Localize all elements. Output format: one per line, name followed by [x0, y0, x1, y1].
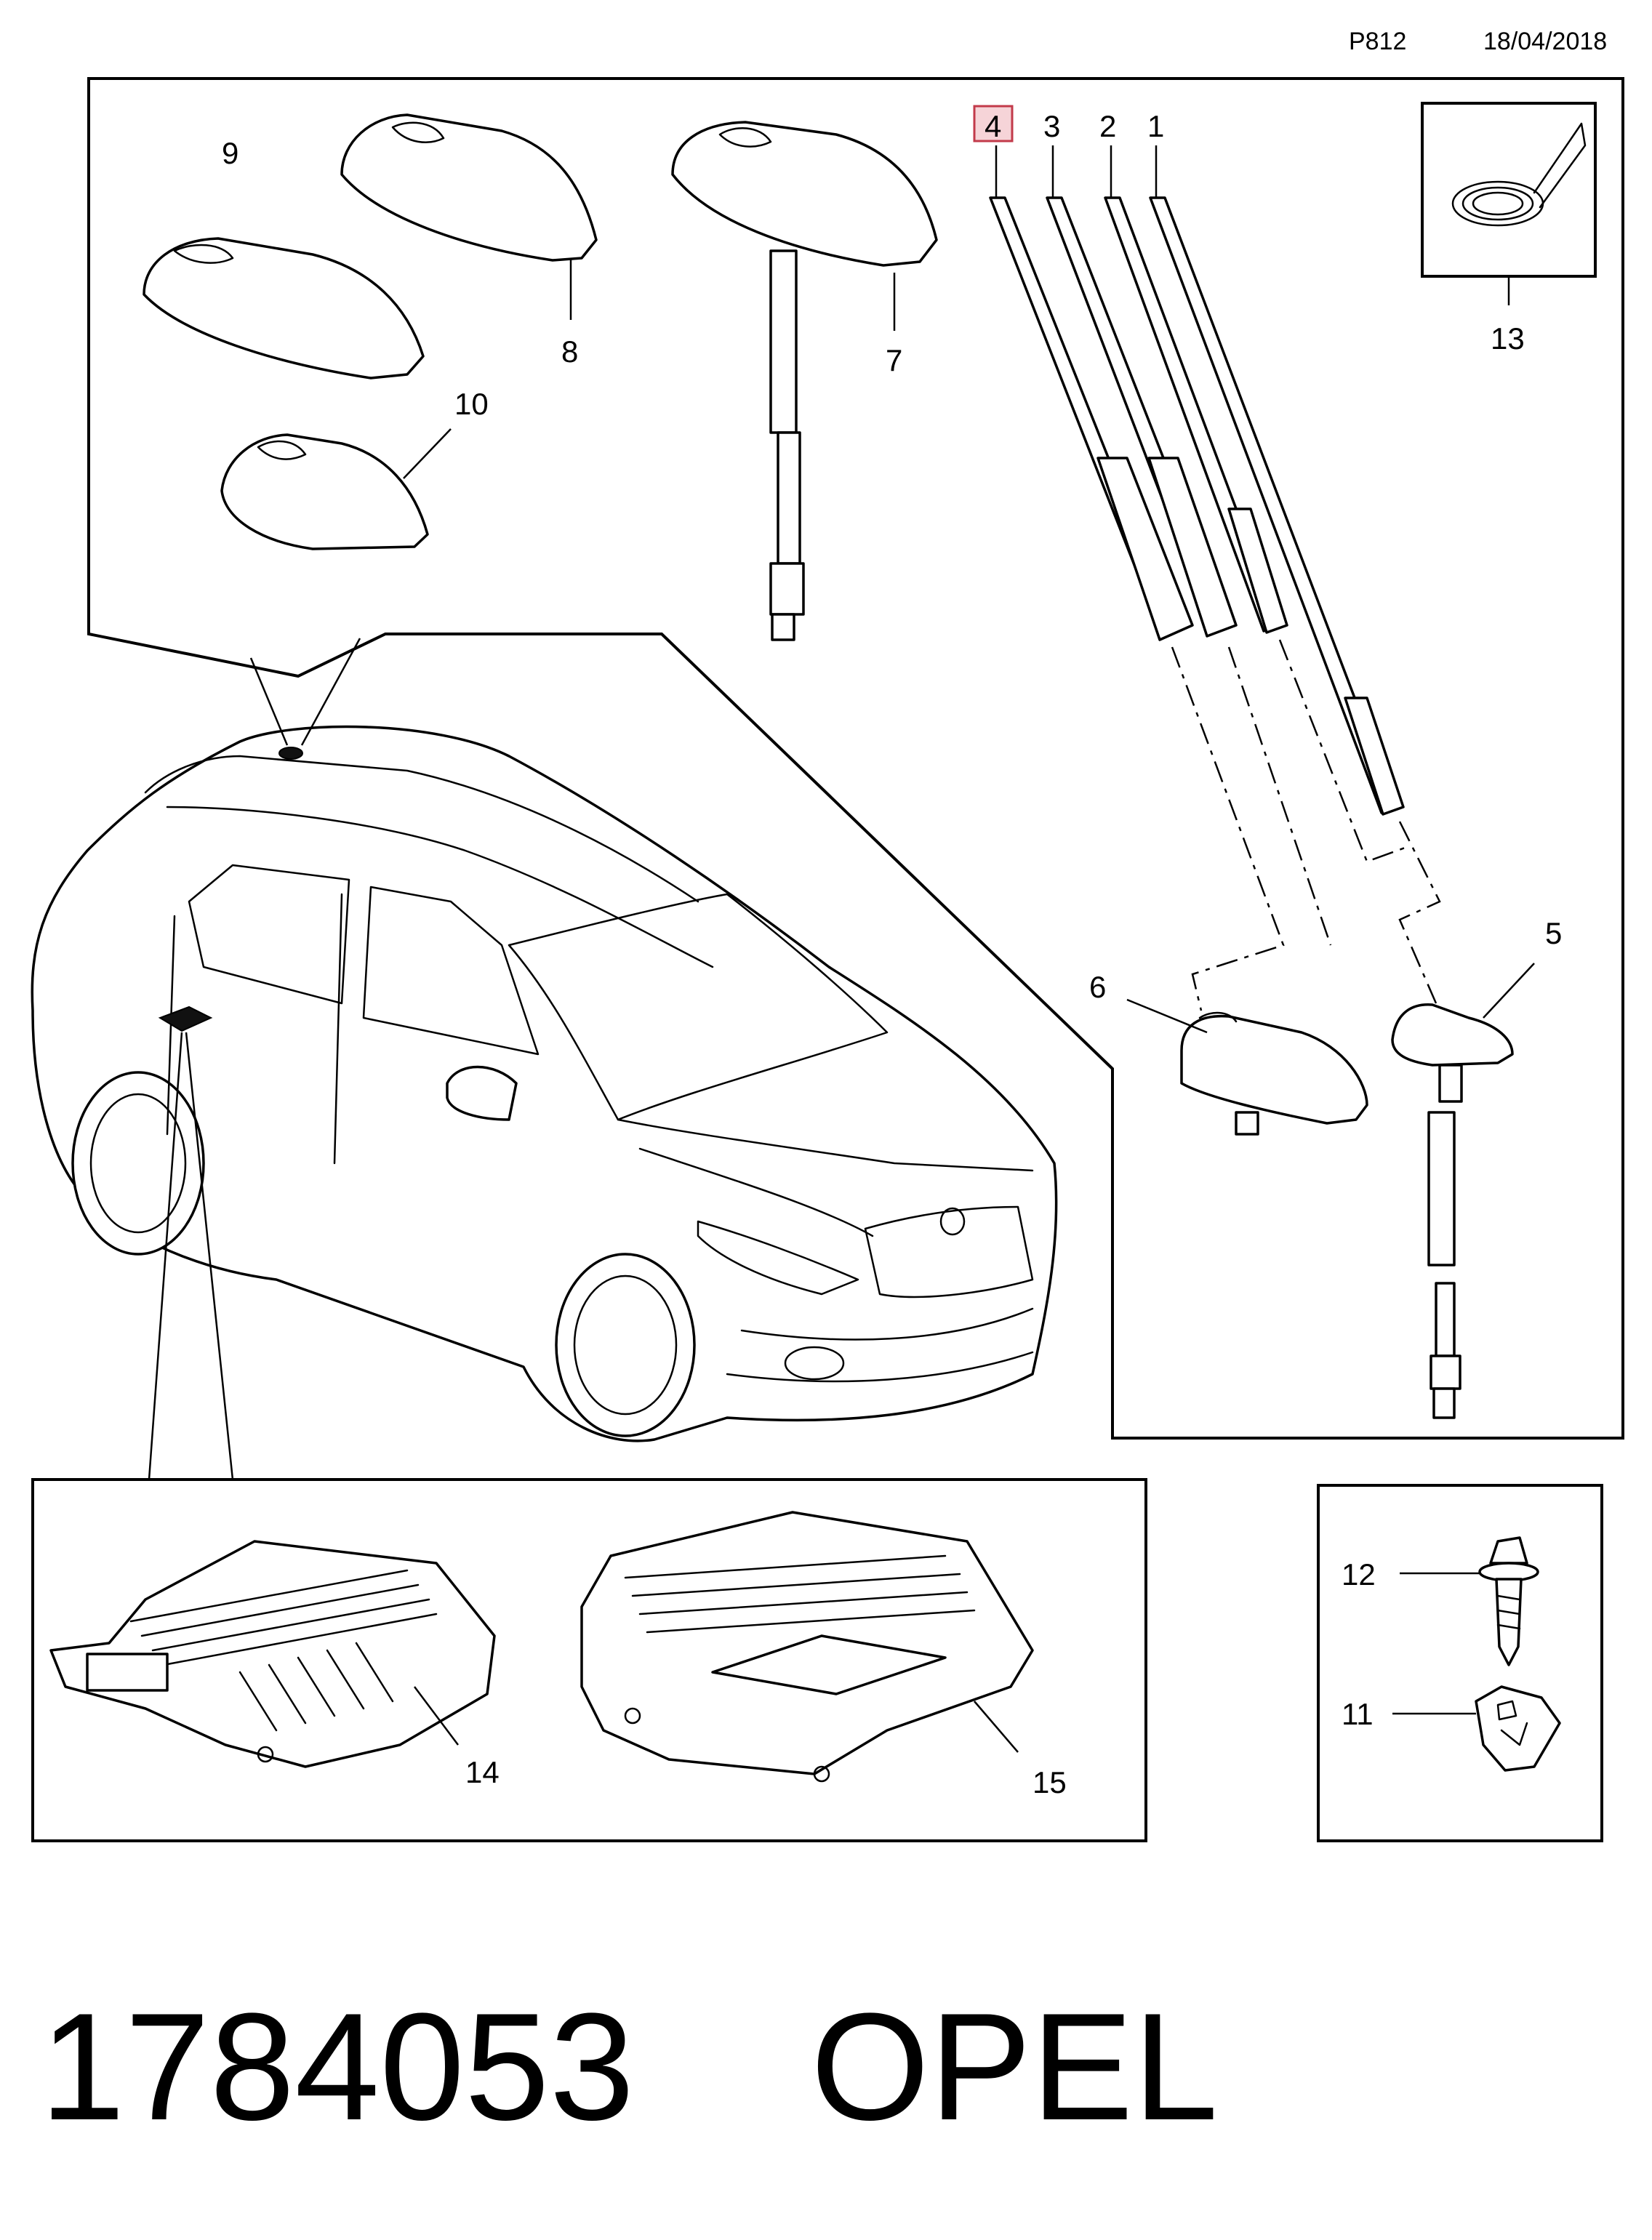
bolt-12: [1478, 1536, 1539, 1666]
callout-11: 11: [1342, 1697, 1374, 1731]
brand-name: OPEL: [811, 1981, 1218, 2152]
part-13-box: [1421, 102, 1597, 278]
callout-4-highlight: [973, 105, 1014, 142]
amplifier-module-15: [580, 1511, 1034, 1783]
alignment-line-d: [1398, 821, 1441, 1004]
leader-15: [974, 1701, 1019, 1753]
amplifier-module-14: [49, 1540, 496, 1768]
antenna-rod-1: [1149, 196, 1405, 816]
module-box: [31, 1478, 1147, 1842]
pointer-roof-antenna: [249, 657, 289, 746]
antenna-frame: [87, 77, 1624, 1440]
page-code: P812: [1349, 28, 1406, 55]
callout-10: 10: [454, 387, 489, 421]
callout-12: 12: [1342, 1557, 1376, 1591]
callout-14: 14: [465, 1755, 500, 1789]
tape-roll-icon: [1451, 122, 1587, 227]
callout-5: 5: [1545, 916, 1562, 950]
alignment-line-a: [1171, 646, 1285, 1011]
callout-8: 8: [561, 334, 578, 369]
antenna-cover-7: [671, 121, 938, 641]
antenna-cover-9: [143, 237, 425, 380]
part-number: 1784053: [40, 1981, 635, 2152]
antenna-rod-2: [1104, 196, 1288, 634]
vehicle-illustration: [31, 725, 1058, 1442]
leader-5: [1483, 963, 1535, 1019]
callout-15: 15: [1032, 1765, 1067, 1799]
header-date: 18/04/2018: [1483, 28, 1607, 55]
leader-14: [414, 1686, 459, 1746]
callout-4[interactable]: 4: [985, 109, 1001, 143]
antenna-cover-10: [220, 433, 429, 550]
antenna-rod-4: [989, 196, 1194, 641]
antenna-base-6: [1180, 1011, 1368, 1136]
leader-10: [403, 428, 452, 479]
callout-6: 6: [1089, 970, 1106, 1004]
fastener-box: [1317, 1484, 1603, 1842]
antenna-cover-8: [340, 113, 598, 262]
callout-7: 7: [886, 343, 902, 377]
callout-3: 3: [1043, 109, 1060, 143]
clip-nut-11: [1475, 1685, 1561, 1772]
antenna-base-5: [1391, 1003, 1514, 1419]
antenna-rod-3: [1046, 196, 1238, 638]
callout-2: 2: [1099, 109, 1116, 143]
callout-1: 1: [1147, 109, 1164, 143]
callout-13: 13: [1491, 321, 1525, 356]
pointer-roof-antenna-b: [300, 638, 361, 746]
leader-6: [1126, 998, 1208, 1034]
alignment-line-b: [1227, 646, 1332, 946]
callout-9: 9: [222, 136, 238, 170]
